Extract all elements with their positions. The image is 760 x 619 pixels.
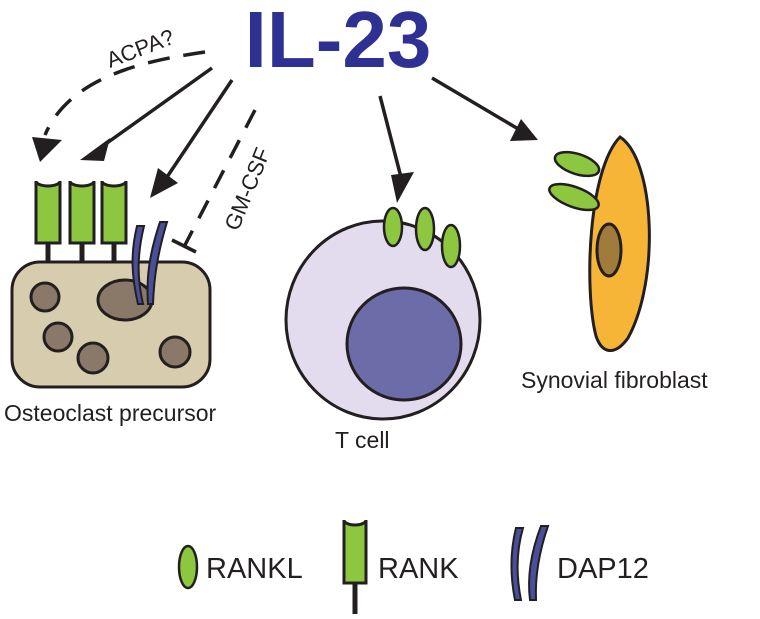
legend-rankl-label: RANKL	[206, 553, 303, 585]
title-il23: IL-23	[245, 0, 432, 84]
il23-to-tcell-arrow	[378, 95, 414, 203]
t-cell	[284, 206, 482, 421]
nucleus	[76, 341, 110, 375]
dap12-legend-icon	[510, 527, 525, 601]
rankl	[548, 182, 600, 212]
acpa-label: ACPA?	[103, 24, 178, 73]
legend: RANKL RANK DAP12	[177, 519, 649, 614]
osteoclast-cell-body	[10, 260, 212, 389]
gmcsf-label: GM-CSF	[219, 144, 275, 234]
osteoclast-precursor	[10, 180, 212, 389]
arrows	[32, 50, 538, 254]
nucleus	[29, 281, 61, 313]
fibroblast-nucleus	[595, 222, 623, 278]
legend-rank: RANK	[342, 519, 459, 614]
rankl	[553, 150, 601, 178]
legend-rank-label: RANK	[378, 553, 459, 585]
rankl	[414, 206, 436, 252]
il23-to-dap12-arrow	[150, 79, 234, 198]
rankl	[382, 206, 404, 248]
rankl	[440, 223, 462, 269]
legend-dap12: DAP12	[510, 525, 649, 601]
rank-legend-icon	[342, 519, 368, 585]
rankl-legend-icon	[177, 544, 199, 590]
legend-rankl: RANKL	[177, 544, 303, 590]
osteoclast-label: Osteoclast precursor	[4, 400, 217, 426]
nucleus	[96, 278, 154, 322]
synovial-fibroblast	[548, 135, 651, 352]
rankl-on-fibroblast	[548, 150, 601, 212]
nucleus	[42, 321, 74, 353]
nucleus	[158, 335, 192, 369]
legend-dap12-label: DAP12	[557, 553, 649, 585]
fibroblast-label: Synovial fibroblast	[521, 367, 708, 393]
tcell-label: T cell	[335, 427, 390, 453]
rankl-on-tcell	[382, 206, 462, 269]
gmcsf-inhibition	[171, 109, 257, 254]
tcell-nucleus	[345, 286, 463, 402]
il23-to-rank-arrow	[80, 66, 214, 161]
il23-to-fibroblast-arrow	[431, 76, 538, 141]
acpa-arrow	[32, 50, 206, 162]
dap12-on-osteoclast	[131, 221, 169, 305]
